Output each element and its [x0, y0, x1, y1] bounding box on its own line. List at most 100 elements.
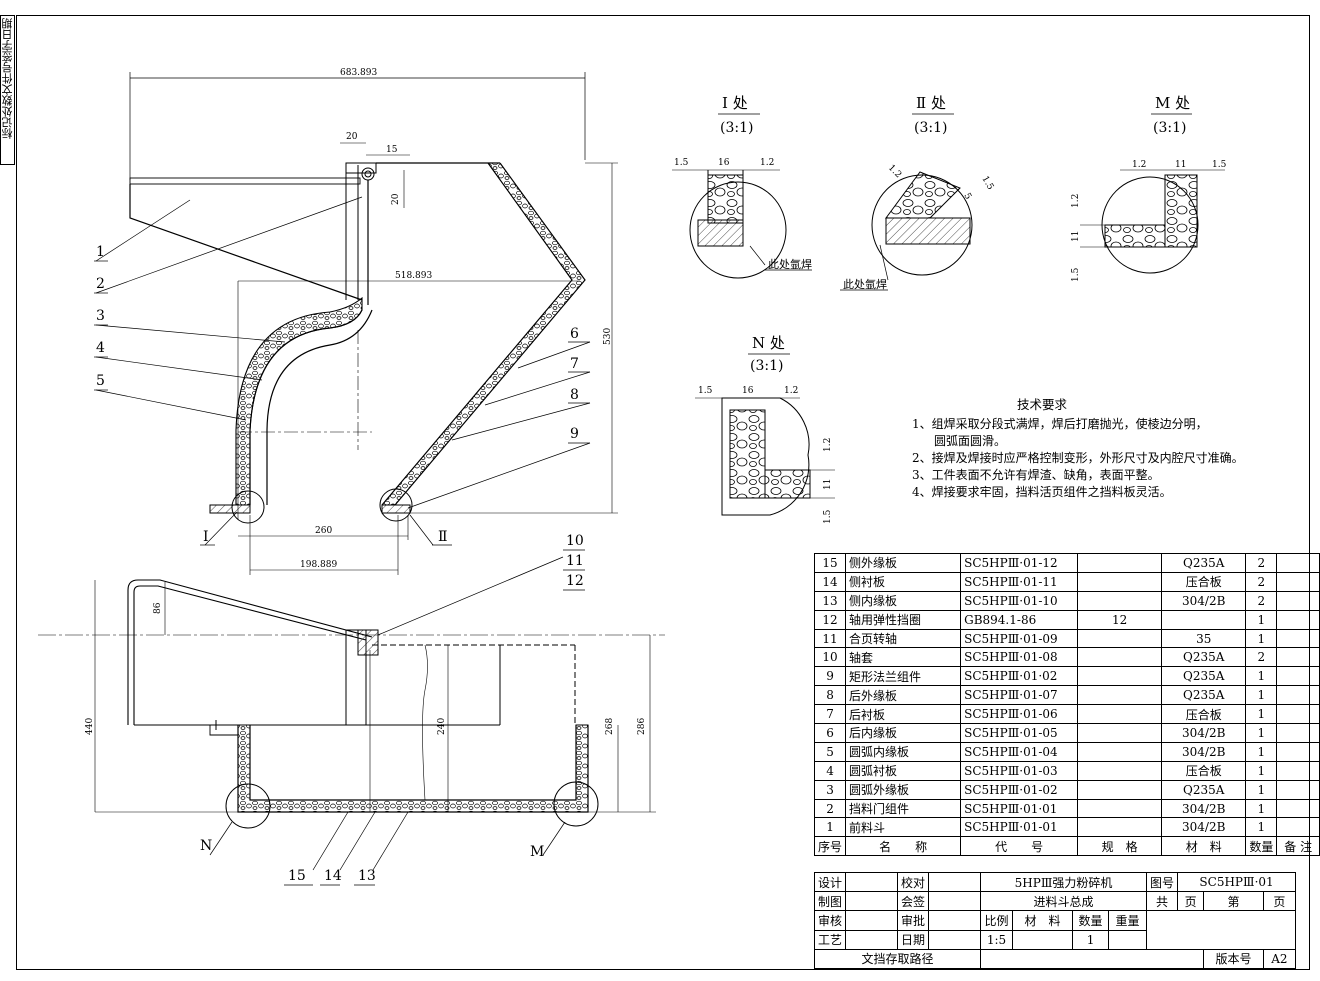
title-block: 设计 校对 5HPⅢ强力粉碎机 图号 SC5HPⅢ·01 制图 会签 进料斗总成… [813, 871, 1297, 969]
bom-cell-code: SC5HPⅢ·01-01 [960, 817, 1079, 838]
bom-cell-spec [1077, 628, 1163, 649]
bom-cell-spec [1077, 798, 1163, 819]
bom-cell-code: SC5HPⅢ·01-03 [960, 760, 1079, 781]
tb-archive-path: 文挡存取路径 [813, 948, 982, 969]
bom-cell-name: 轴用弹性挡圈 [845, 609, 962, 630]
detail-N-dim-a: 1.5 [698, 386, 713, 396]
detail-I-dim-a: 1.5 [674, 158, 689, 168]
detail-N-dim-d: 1.2 [823, 438, 833, 452]
front-view [95, 72, 618, 575]
tb-archive-val [980, 948, 1205, 969]
callout-5: 5 [96, 373, 105, 389]
bom-cell-qty: 1 [1245, 723, 1278, 743]
bom-cell-note [1276, 779, 1320, 800]
bom-cell-name: 圆弧外缘板 [845, 779, 962, 800]
dim-15: 15 [386, 145, 398, 155]
bom-cell-note [1276, 685, 1320, 706]
bom-cell-material: 304/2B [1161, 590, 1247, 611]
dim-268: 268 [605, 718, 615, 735]
bom-header-qty: 数量 [1245, 836, 1278, 857]
dim-20b: 20 [391, 193, 401, 205]
bom-cell-no: 2 [813, 798, 847, 819]
bom-cell-qty: 1 [1245, 704, 1278, 725]
bom-cell-code: GB894.1-86 [960, 609, 1079, 630]
detail-N-dim-f: 1.5 [823, 509, 833, 524]
bom-cell-qty: 2 [1245, 590, 1278, 611]
detail-view-II [840, 171, 973, 291]
detail-N-scale: (3:1) [750, 358, 783, 374]
bom-cell-name: 轴套 [845, 647, 962, 668]
bom-cell-note [1276, 666, 1320, 687]
bom-cell-note [1276, 760, 1320, 781]
detail-II-dim-b: 1.5 [979, 175, 995, 193]
bom-cell-qty: 2 [1245, 553, 1278, 573]
bom-cell-material: 压合板 [1161, 760, 1247, 781]
tb-drawing-no-label: 图号 [1146, 871, 1179, 893]
bom-cell-name: 侧衬板 [845, 571, 962, 592]
bom-cell-no: 14 [813, 571, 847, 592]
detail-I-scale: (3:1) [720, 120, 753, 136]
bom-cell-material: 压合板 [1161, 571, 1247, 592]
detail-II-title: Ⅱ 处 [916, 94, 946, 112]
tb-total: 共 [1146, 891, 1179, 912]
tb-weight-label: 重量 [1108, 910, 1148, 931]
bom-cell-note [1276, 628, 1320, 649]
tb-review: 审核 [813, 910, 847, 931]
bom-cell-qty: 1 [1245, 760, 1278, 781]
bom-cell-material: Q235A [1161, 685, 1247, 706]
bom-cell-no: 7 [813, 704, 847, 725]
tb-countersign: 会签 [897, 891, 930, 912]
bom-cell-name: 矩形法兰组件 [845, 666, 962, 687]
callout-15: 15 [288, 868, 306, 884]
dim-518: 518.893 [395, 271, 432, 281]
bom-cell-name: 后外缘板 [845, 685, 962, 706]
bom-cell-spec [1077, 723, 1163, 743]
bom-cell-code: SC5HPⅢ·01-02 [960, 779, 1079, 800]
tb-design-val [845, 871, 899, 893]
drawing-frame [16, 15, 1310, 970]
bom-cell-note [1276, 798, 1320, 819]
bom-cell-qty: 1 [1245, 741, 1278, 762]
bom-cell-note [1276, 571, 1320, 592]
bom-cell-spec [1077, 571, 1163, 592]
dim-440: 440 [85, 718, 95, 735]
bom-cell-no: 4 [813, 760, 847, 781]
tb-qty-label: 数量 [1072, 910, 1110, 931]
tb-qty: 1 [1072, 929, 1110, 950]
dim-286: 286 [637, 718, 647, 735]
tb-assembly: 进料斗总成 [980, 891, 1148, 912]
detail-N-dim-b: 16 [742, 386, 754, 396]
detail-I-note: 此处氩焊 [768, 257, 812, 271]
bom-cell-note [1276, 609, 1320, 630]
bom-cell-qty: 1 [1245, 779, 1278, 800]
bom-header: 序号 名 称 代 号 规 格 材 料 数量 备 注 [813, 836, 1320, 857]
revision-strip: 标记处数文件号签字日期 [0, 15, 15, 165]
dim-198: 198.889 [300, 560, 337, 570]
bom-cell-name: 圆弧衬板 [845, 760, 962, 781]
tb-weight-val [1108, 929, 1148, 950]
detail-view-M [1080, 169, 1225, 274]
bom-cell-code: SC5HPⅢ·01-11 [960, 571, 1079, 592]
detail-M-scale: (3:1) [1153, 120, 1186, 136]
bom-cell-note [1276, 817, 1320, 838]
detail-N-dim-e: 11 [823, 479, 833, 490]
front-view-dims: 683.893 20 15 20 518.893 530 260 198.889 [300, 68, 613, 570]
bom-cell-material: 35 [1161, 628, 1247, 649]
bom-cell-material [1161, 609, 1247, 630]
bom-cell-qty: 1 [1245, 798, 1278, 819]
tech-req-1-cont: 圆弧面圆滑。 [934, 434, 1007, 448]
callout-14: 14 [324, 868, 342, 884]
bom-cell-spec [1077, 741, 1163, 762]
bom-header-name: 名 称 [845, 836, 962, 857]
bom-cell-code: SC5HPⅢ·01-06 [960, 704, 1079, 725]
tech-req-2: 2、接焊及焊接时应严格控制变形，外形尺寸及内腔尺寸准确。 [912, 451, 1244, 465]
tb-page-unit2: 页 [1262, 891, 1297, 912]
